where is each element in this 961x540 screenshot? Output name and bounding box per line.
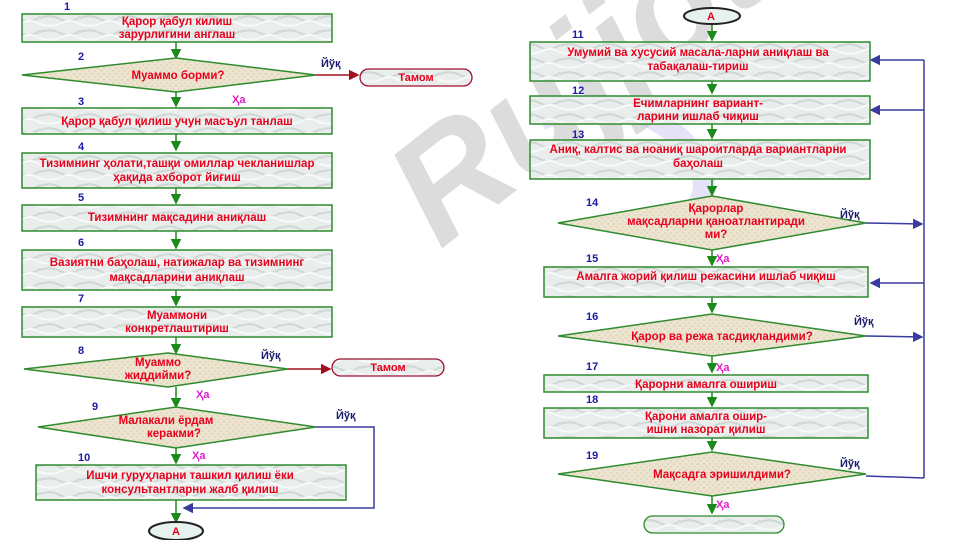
yes-label-19: Ҳа (716, 499, 730, 511)
step-number-18: 18 (586, 394, 598, 406)
step-number-3: 3 (78, 96, 84, 108)
step-text-11: Умумий ва хусусий масала-ларни аниқлаш в… (567, 47, 829, 73)
step-number-2: 2 (78, 51, 84, 63)
step-number-9: 9 (92, 401, 98, 413)
process-box-13 (529, 139, 871, 180)
process-box-18 (543, 407, 869, 439)
step-number-17: 17 (586, 361, 598, 373)
process-box-5 (21, 204, 333, 232)
step-text-2: Муаммо борми? (132, 70, 225, 82)
yes-label-10: Ҳа (192, 450, 206, 462)
step-text-18: Қарони амалга ошир-ишни назорат қилиш (645, 411, 767, 436)
terminal-end-1 (359, 68, 473, 87)
connector-a-top (683, 7, 741, 25)
yes-label-15: Ҳа (716, 253, 730, 265)
connector-a-top-label: А (707, 11, 715, 23)
terminal-end-2 (331, 358, 445, 377)
step-text-16: Қарор ва режа тасдиқландими? (631, 331, 813, 343)
step-text-12: Ечимларнинг вариант-ларини ишлаб чиқиш (633, 98, 763, 123)
right-column: А 11 Умумий ва хусусий масала-ларни аниқ… (529, 7, 925, 534)
step-number-12: 12 (572, 85, 584, 97)
decision-2 (21, 57, 317, 93)
step-number-16: 16 (586, 311, 598, 323)
process-box-10 (35, 464, 347, 501)
no-label-16: Йўқ (854, 315, 874, 328)
no-label-19: Йўқ (840, 457, 860, 470)
process-box-12 (529, 95, 871, 125)
step-number-5: 5 (78, 192, 84, 204)
decision-9 (37, 406, 317, 449)
process-box-17 (543, 374, 869, 393)
decision-8 (23, 352, 289, 388)
decision-19 (557, 451, 867, 497)
no-label-9: Йўқ (336, 409, 356, 422)
step-text-19: Мақсадга эришилдими? (653, 469, 791, 481)
step-number-10: 10 (78, 452, 90, 464)
step-number-8: 8 (78, 345, 84, 357)
process-box-11 (529, 41, 871, 82)
no-label-2: Йўқ (321, 57, 341, 70)
connector-a-bottom (148, 521, 204, 540)
connector-a-bottom-label: А (172, 526, 180, 538)
step-number-14: 14 (586, 197, 599, 209)
process-box-6 (21, 249, 333, 291)
terminal-end-3 (643, 515, 785, 534)
decision-16 (557, 313, 867, 357)
step-text-3: Қарор қабул қилиш учун масъул танлаш (61, 116, 293, 128)
step-number-15: 15 (586, 253, 598, 265)
step-number-11: 11 (572, 29, 584, 41)
process-box-7 (21, 306, 333, 338)
decision-14 (557, 195, 867, 251)
step-text-4: Тизимнинг ҳолати,ташқи омиллар чекланишл… (40, 158, 315, 184)
process-box-4 (21, 152, 333, 189)
step-number-1: 1 (64, 1, 70, 13)
yes-label-3: Ҳа (232, 94, 246, 106)
step-number-13: 13 (572, 129, 584, 141)
yes-label-9: Ҳа (196, 389, 210, 401)
terminal-end-text-1: Тамом (398, 72, 433, 84)
step-text-13: Аниқ, калтис ва ноаниқ шароитларда вариа… (550, 144, 847, 170)
step-text-15: Амалга жорий қилиш режасини ишлаб чиқиш (576, 271, 835, 283)
step-number-4: 4 (78, 141, 85, 153)
step-text-6: Вазиятни баҳолаш, натижалар ва тизимнинг… (50, 257, 305, 284)
process-box-15 (543, 266, 869, 298)
terminal-end-text-2: Тамом (370, 362, 405, 374)
no-label-14: Йўқ (840, 208, 860, 221)
step-number-7: 7 (78, 293, 84, 305)
step-number-19: 19 (586, 450, 598, 462)
no-label-8: Йўқ (261, 349, 281, 362)
step-number-6: 6 (78, 237, 84, 249)
step-text-17: Қарорни амалга ошириш (635, 379, 777, 391)
yes-label-17: Ҳа (716, 362, 730, 374)
process-box-1 (21, 13, 333, 43)
process-box-3 (21, 107, 333, 135)
step-text-5: Тизимнинг мақсадини аниқлаш (88, 212, 266, 224)
